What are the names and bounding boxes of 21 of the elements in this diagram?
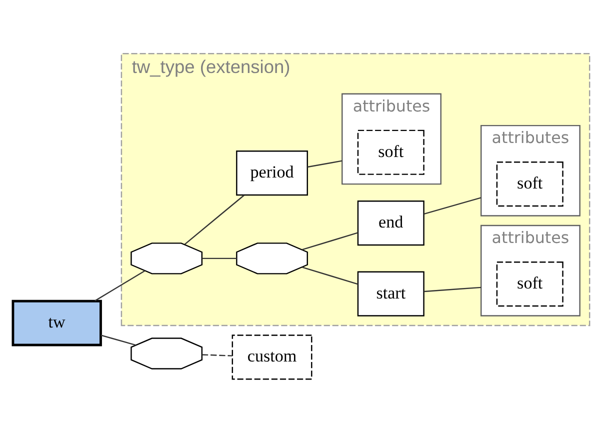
connector bbox=[184, 194, 244, 245]
connector bbox=[302, 266, 358, 285]
node-box: soft bbox=[496, 162, 564, 207]
node-box: soft bbox=[496, 261, 564, 307]
node-box: period bbox=[236, 150, 308, 196]
node-octagon bbox=[236, 242, 308, 274]
connector bbox=[302, 232, 358, 250]
node-box: custom bbox=[232, 334, 312, 380]
node-box: tw bbox=[12, 300, 102, 346]
node-octagon bbox=[130, 338, 203, 370]
connector bbox=[202, 354, 232, 356]
connector bbox=[424, 197, 482, 215]
node-box: end bbox=[357, 200, 424, 246]
connector bbox=[94, 270, 146, 302]
connector bbox=[202, 258, 237, 260]
node-box: soft bbox=[357, 130, 424, 175]
node-box: start bbox=[357, 271, 424, 316]
node-octagon bbox=[130, 242, 203, 274]
connector bbox=[100, 334, 136, 346]
connector bbox=[424, 286, 482, 292]
connector bbox=[307, 160, 342, 168]
